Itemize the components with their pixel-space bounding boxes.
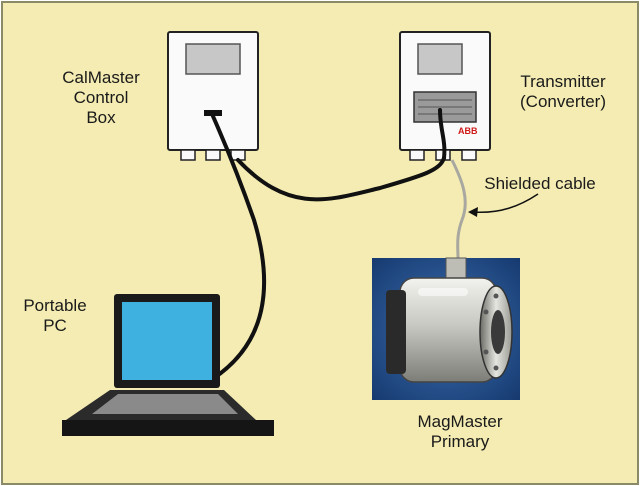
label-line: Control <box>73 88 129 107</box>
control-box-display <box>185 43 241 75</box>
transmitter-label: Transmitter (Converter) <box>498 72 628 112</box>
control-box-connector-2 <box>205 149 221 161</box>
pointer-arrowhead <box>468 207 478 217</box>
laptop-front-edge <box>62 420 274 436</box>
transmitter-internal-cable <box>438 108 447 160</box>
transmitter-connector-3 <box>461 149 477 161</box>
shielded-cable <box>450 159 467 259</box>
transmitter-unit: ABB <box>399 31 491 161</box>
primary-highlight <box>418 288 468 296</box>
flange-bolt-4 <box>483 349 489 355</box>
left-flange <box>386 290 406 374</box>
brand-mark: ABB <box>458 126 478 136</box>
label-line: PC <box>43 316 67 335</box>
control-to-transmitter-cable <box>236 156 446 202</box>
shielded-cable-label: Shielded cable <box>484 174 596 193</box>
label-line: CalMaster <box>62 68 140 87</box>
label-line: (Converter) <box>520 92 606 111</box>
flange-bore <box>491 310 505 354</box>
magmaster-primary-label: MagMaster Primary <box>385 412 535 452</box>
portable-pc-label: Portable PC <box>10 296 100 336</box>
label-line: Primary <box>430 432 490 451</box>
primary-neck <box>445 257 467 281</box>
laptop-screen <box>122 302 212 380</box>
portable-pc-laptop <box>62 294 274 436</box>
magmaster-primary-photo <box>372 257 520 400</box>
flange-bolt-3 <box>483 309 489 315</box>
label-line: Box <box>86 108 116 127</box>
transmitter-connector-1 <box>409 149 425 161</box>
calmaster-control-box <box>167 31 259 161</box>
flange-bolt-2 <box>493 365 499 371</box>
label-line: Portable <box>23 296 87 315</box>
flange-bolt-1 <box>493 293 499 299</box>
transmitter-display <box>417 43 463 75</box>
control-box-connector-1 <box>180 149 196 161</box>
label-line: MagMaster <box>417 412 503 431</box>
control-to-pc-cable <box>210 112 267 380</box>
laptop-keyboard <box>92 394 238 414</box>
label-line: Transmitter <box>520 72 606 91</box>
calmaster-control-box-label: CalMaster Control Box <box>46 68 156 128</box>
shielded-cable-pointer <box>471 193 539 214</box>
